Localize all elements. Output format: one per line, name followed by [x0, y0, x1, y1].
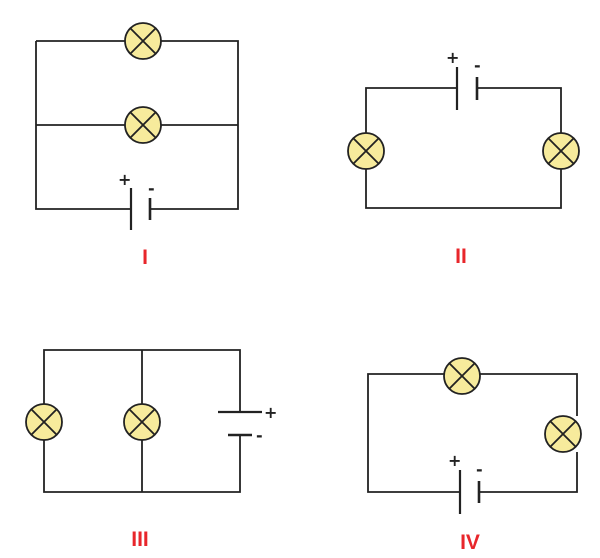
- plus-sign: +: [448, 451, 461, 470]
- plus-sign: +: [446, 48, 459, 67]
- lamp-icon: [544, 415, 582, 453]
- circuit-label: III: [131, 528, 149, 551]
- minus-sign: -: [256, 426, 263, 445]
- battery-icon: [458, 470, 481, 514]
- circuit-4: + - IV: [367, 357, 582, 554]
- lamp-icon: [542, 132, 580, 170]
- battery-icon: [455, 67, 479, 110]
- minus-sign: -: [476, 460, 483, 479]
- minus-sign: -: [148, 179, 155, 198]
- lamp-icon: [123, 403, 161, 441]
- circuit-1: + - I: [35, 22, 239, 269]
- plus-sign: +: [118, 170, 131, 189]
- lamp-icon: [25, 403, 63, 441]
- lamp-icon: [124, 106, 162, 144]
- circuit-4-wires: [367, 373, 578, 493]
- circuit-2: + - II: [347, 48, 580, 268]
- circuit-label: II: [455, 245, 467, 268]
- circuit-1-wires: [35, 40, 239, 210]
- battery-icon: [218, 410, 262, 437]
- circuit-2-wires: [365, 87, 562, 209]
- lamp-icon: [443, 357, 481, 395]
- battery-icon: [129, 188, 152, 230]
- circuit-3: + - III: [25, 349, 277, 551]
- lamp-icon: [124, 22, 162, 60]
- minus-sign: -: [474, 56, 481, 75]
- lamp-icon: [347, 132, 385, 170]
- circuit-3-wires: [43, 349, 241, 493]
- circuit-label: I: [142, 246, 148, 269]
- circuit-label: IV: [460, 531, 480, 554]
- plus-sign: +: [264, 403, 277, 422]
